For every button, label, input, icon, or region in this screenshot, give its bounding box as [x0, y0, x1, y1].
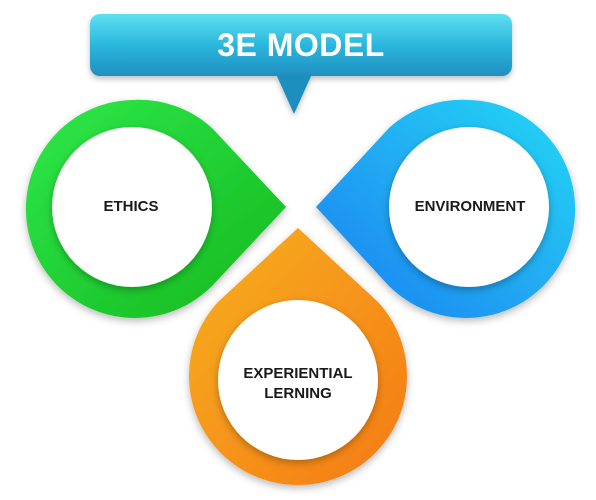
ethics-label: ETHICS [103, 197, 159, 215]
environment-circle [389, 127, 549, 287]
experiential-label-line2: LERNING [264, 385, 332, 402]
experiential-label-line1: EXPERIENTIAL [243, 365, 353, 382]
title-banner [90, 14, 512, 114]
environment-label: ENVIRONMENT [414, 197, 526, 215]
ethics-circle [52, 127, 212, 287]
experiential-circle [218, 300, 378, 460]
diagram-title: 3E MODEL [217, 26, 385, 63]
ethics-teardrop [25, 99, 286, 318]
environment-teardrop [316, 99, 576, 318]
experiential-label: EXPERIENTIAL LERNING [222, 354, 374, 414]
experiential-teardrop [188, 228, 407, 486]
